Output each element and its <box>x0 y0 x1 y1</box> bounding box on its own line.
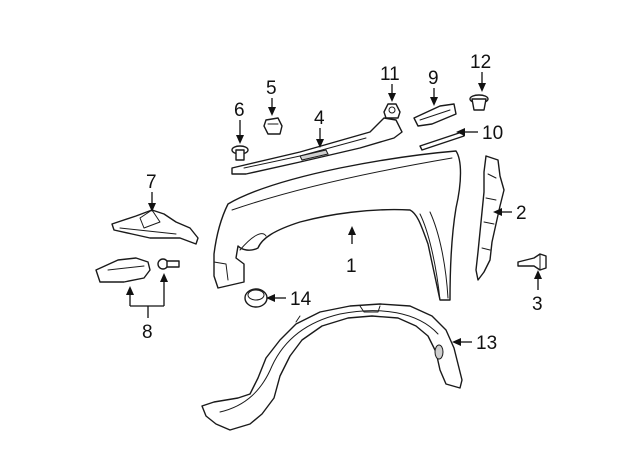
seal-strip-part <box>419 131 465 151</box>
clip-part <box>517 253 547 271</box>
callout-2: 2 <box>516 203 527 224</box>
molding-part <box>231 117 403 175</box>
callout-4: 4 <box>314 108 325 129</box>
fender-part <box>213 150 462 301</box>
cover-part <box>95 257 151 283</box>
bracket-part <box>111 209 199 245</box>
clip-part-small <box>263 117 283 135</box>
callout-12: 12 <box>470 52 491 73</box>
callout-7: 7 <box>146 172 157 193</box>
callout-leaders <box>126 72 542 346</box>
callout-1: 1 <box>346 256 357 277</box>
callout-3: 3 <box>532 294 543 315</box>
callout-8: 8 <box>142 322 153 343</box>
callout-9: 9 <box>428 68 439 89</box>
callout-10: 10 <box>482 123 503 144</box>
callout-6: 6 <box>234 100 245 121</box>
callout-11: 11 <box>380 64 400 85</box>
callout-14: 14 <box>290 289 312 310</box>
fender-liner-part <box>201 303 463 431</box>
bolt-part-8 <box>157 258 180 270</box>
push-clip-part <box>469 94 489 111</box>
callout-5: 5 <box>266 78 277 99</box>
bolt-part <box>231 145 249 161</box>
retainer-part <box>383 103 401 119</box>
grommet-part <box>244 288 268 308</box>
insulator-part <box>413 103 457 127</box>
seal-part <box>475 155 505 281</box>
callout-13: 13 <box>476 333 497 354</box>
